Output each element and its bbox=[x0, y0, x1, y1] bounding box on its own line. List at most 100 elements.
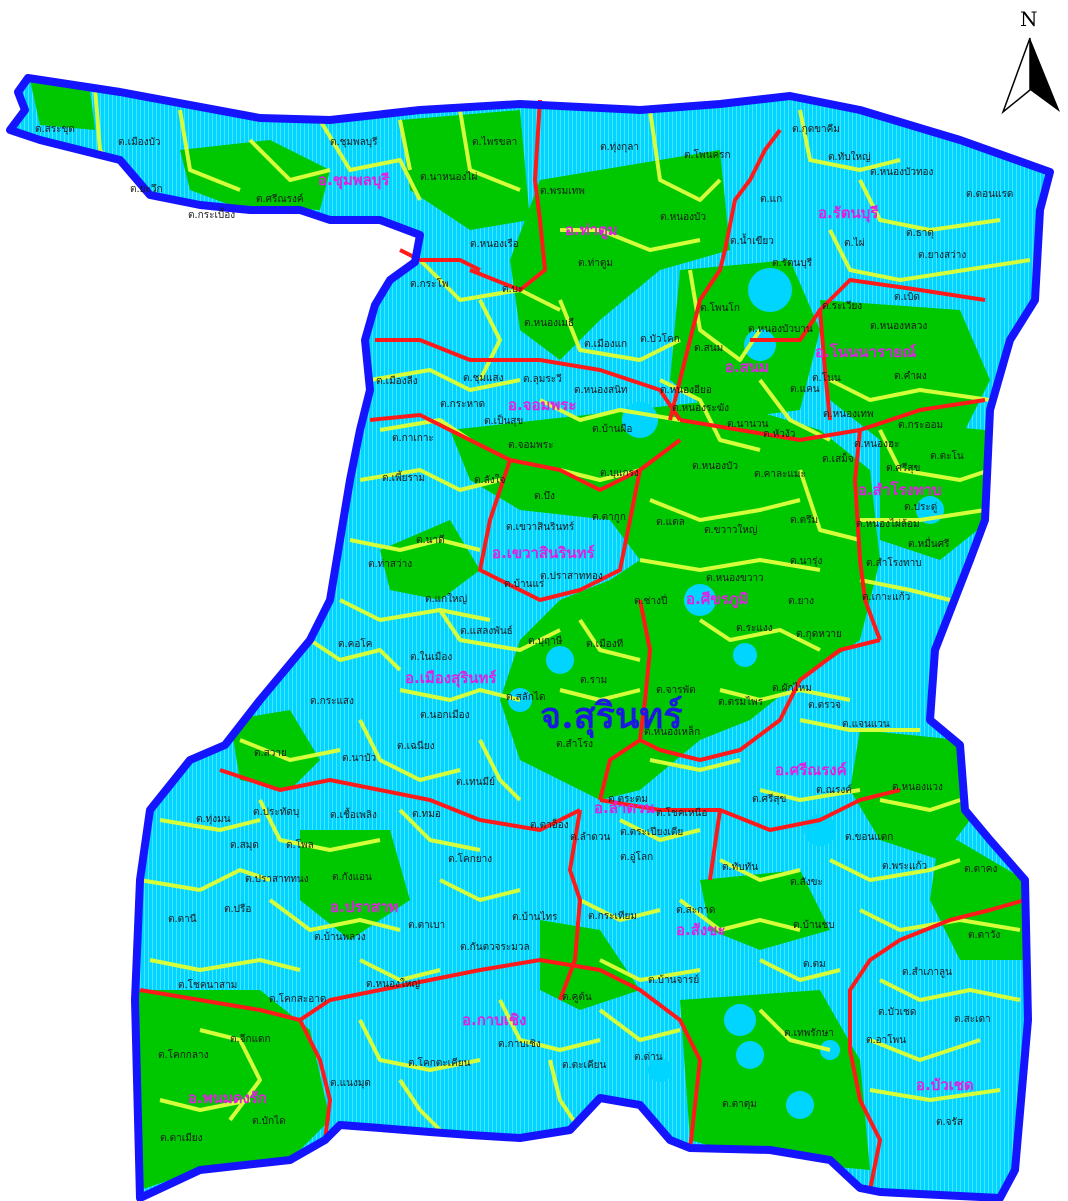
subdistrict-label: ต.ปราสาททอง bbox=[540, 571, 603, 582]
north-arrow-label: N bbox=[1020, 7, 1038, 31]
subdistrict-label: ต.บ้านแร่ bbox=[504, 578, 545, 590]
north-arrow-icon bbox=[1001, 37, 1031, 115]
subdistrict-boundaries bbox=[93, 87, 1031, 1132]
subdistrict-label: ต.กระออม bbox=[898, 420, 943, 431]
district-label: อ.สำโรงทาบ bbox=[858, 480, 942, 499]
subdistrict-label: ต.ตะเคียน bbox=[562, 1059, 607, 1071]
subdistrict-label: ต.แนงมุด bbox=[330, 1078, 371, 1089]
subdistrict-label: ต.กระหาด bbox=[440, 399, 485, 410]
subdistrict-label: ต.ตาอ็อง bbox=[530, 817, 569, 831]
subdistrict-label: ต.กาบเชิง bbox=[498, 1039, 541, 1050]
subdistrict-label: ต.ราม bbox=[580, 675, 607, 686]
district-labels: อ.ชุมพลบุรีอ.ท่าตูมอ.รัตนบุรีอ.โนนนารายณ… bbox=[188, 171, 974, 1107]
subdistrict-label: ต.หนองเมธี bbox=[524, 317, 574, 329]
subdistrict-label: ต.เบิด bbox=[894, 292, 920, 303]
subdistrict-label: ต.โนน bbox=[812, 371, 841, 384]
subdistrict-label: ต.บ้านผือ bbox=[592, 423, 632, 435]
subdistrict-label: ต.พรมเทพ bbox=[540, 186, 585, 197]
subdistrict-label: ต.จีกแดก bbox=[230, 1033, 271, 1045]
subdistrict-label: ต.เชื้อเพลิง bbox=[330, 807, 377, 821]
subdistrict-label: ต.เกาะแก้ว bbox=[862, 591, 910, 603]
subdistrict-label: ต.ณรงค์ bbox=[816, 784, 852, 796]
subdistrict-label: ต.บัวโคก bbox=[640, 332, 680, 345]
subdistrict-label: ต.โชคเหนือ bbox=[656, 806, 707, 819]
subdistrict-label: ต.ในเมือง bbox=[410, 651, 452, 663]
district-label: อ.รัตนบุรี bbox=[818, 204, 879, 223]
subdistrict-label: ต.สวาย bbox=[254, 748, 287, 759]
subdistrict-label: ต.นาดี bbox=[416, 534, 445, 546]
subdistrict-label: ต.ตาวัง bbox=[968, 930, 1000, 941]
subdistrict-label: ต.จอมพระ bbox=[508, 440, 553, 451]
subdistrict-label: ต.นอกเมือง bbox=[420, 709, 470, 721]
district-label: อ.ท่าตูม bbox=[565, 221, 618, 240]
subdistrict-label: ต.โคกยาง bbox=[448, 852, 492, 865]
subdistrict-label: ต.เมืองลีง bbox=[376, 375, 418, 387]
subdistrict-label: ต.เทนมีย์ bbox=[456, 776, 495, 788]
subdistrict-label: ต.ทุ่งมน bbox=[196, 814, 231, 825]
subdistrict-label: ต.เมืองบัว bbox=[118, 136, 161, 148]
district-label: อ.เขวาสินรินทร์ bbox=[492, 544, 596, 562]
subdistrict-label: ต.จารพัต bbox=[656, 685, 696, 696]
subdistrict-label: ต.หนองใหญ่ bbox=[366, 978, 420, 990]
subdistrict-label: ต.ตรมไพร bbox=[718, 696, 764, 708]
district-label: อ.กาบเชิง bbox=[462, 1011, 526, 1029]
subdistrict-label: ต.หมื่นศรี bbox=[908, 536, 950, 550]
district-label: อ.จอมพระ bbox=[508, 396, 576, 414]
subdistrict-label: ต.เสม็จ bbox=[822, 451, 854, 465]
subdistrict-label: ต.ระแงง bbox=[736, 623, 773, 634]
subdistrict-label: ต.บ้านพลวง bbox=[314, 931, 366, 943]
subdistrict-label: ต.ท่าตูม bbox=[578, 258, 613, 269]
subdistrict-label: ต.แจนแวน bbox=[842, 719, 890, 730]
subdistrict-label: ต.โคกกลาง bbox=[158, 1048, 209, 1061]
subdistrict-label: ต.หนองหลวง bbox=[870, 321, 927, 332]
subdistrict-label: ต.ตานี bbox=[168, 913, 197, 925]
subdistrict-label: ต.ตะโน bbox=[930, 449, 964, 462]
subdistrict-label: ต.หนองเรือ bbox=[470, 238, 519, 250]
subdistrict-label: ต.ตาตุม bbox=[722, 1099, 757, 1110]
subdistrict-label: ต.ตม bbox=[803, 959, 826, 970]
subdistrict-label: ต.ปราสาททนง bbox=[245, 874, 309, 885]
subdistrict-label: ต.แกใหญ่ bbox=[425, 593, 467, 605]
subdistrict-label: ต.สะเดา bbox=[954, 1014, 991, 1025]
subdistrict-label: ต.ยางสว่าง bbox=[918, 250, 966, 261]
subdistrict-label: ต.ทมอ bbox=[412, 809, 441, 820]
subdistrict-label: ต.อู่โลก bbox=[620, 850, 653, 863]
subdistrict-label: ต.บุแกรง bbox=[600, 468, 639, 479]
subdistrict-label: ต.ศรีณรงค์ bbox=[256, 193, 304, 205]
district-label: อ.ปราสาท bbox=[330, 898, 398, 916]
subdistrict-label: ต.เพี้ยราม bbox=[382, 470, 425, 484]
subdistrict-label: ต.คาละแมะ bbox=[754, 469, 806, 480]
subdistrict-label: ต.ชุมพลบุรี bbox=[330, 136, 378, 148]
subdistrict-label: ต.เทพรักษา bbox=[784, 1028, 834, 1039]
subdistrict-label: ต.สำโรง bbox=[556, 737, 593, 750]
subdistrict-label: ต.ตระตม bbox=[608, 794, 648, 805]
subdistrict-label: ต.กันตวจระมวล bbox=[460, 942, 530, 953]
subdistrict-label: ต.หนองเทพ bbox=[823, 409, 874, 420]
subdistrict-label: ต.ตระเปียงเตีย bbox=[620, 826, 683, 838]
subdistrict-label: ต.บ้านจารย์ bbox=[648, 974, 699, 986]
subdistrict-label: ต.สระขุด bbox=[35, 124, 75, 135]
subdistrict-label: ต.หนองแวง bbox=[892, 782, 943, 793]
subdistrict-label: ต.ลังใจ bbox=[474, 474, 506, 486]
subdistrict-label: ต.ทับใหญ่ bbox=[828, 151, 871, 163]
subdistrict-label: ต.หนองระฆัง bbox=[672, 403, 729, 414]
subdistrict-label: ต.สนม bbox=[694, 343, 723, 354]
subdistrict-label: ต.หนองอียอ bbox=[660, 384, 712, 396]
subdistrict-label: ต.บ้านชบ bbox=[793, 919, 835, 931]
subdistrict-label: ต.หนองบัวทอง bbox=[870, 167, 934, 178]
subdistrict-label: ต.หนองฮะ bbox=[854, 439, 899, 450]
subdistrict-label: ต.สะกาด bbox=[676, 905, 715, 916]
subdistrict-label: ต.กระเบื้อง bbox=[188, 207, 235, 221]
subdistrict-label: ต.โคกตะเคียน bbox=[408, 1056, 471, 1069]
subdistrict-label: ต.ตรึม bbox=[790, 514, 818, 526]
subdistrict-label: ต.แตล bbox=[656, 517, 685, 528]
subdistrict-label: ต.ด่าน bbox=[634, 1052, 663, 1063]
subdistrict-label: ต.กังแอน bbox=[332, 872, 372, 883]
subdistrict-label: ต.กระเทียม bbox=[588, 910, 637, 922]
district-label: อ.สนม bbox=[725, 358, 769, 376]
subdistrict-label: ต.เป็นสุข bbox=[484, 413, 523, 427]
subdistrict-label: ต.ผักไหม bbox=[772, 682, 812, 694]
subdistrict-label: ต.กุดขาคีม bbox=[792, 123, 840, 135]
subdistrict-label: ต.กาเกาะ bbox=[392, 433, 434, 444]
subdistrict-label: ต.ชุมแสง bbox=[463, 373, 504, 384]
